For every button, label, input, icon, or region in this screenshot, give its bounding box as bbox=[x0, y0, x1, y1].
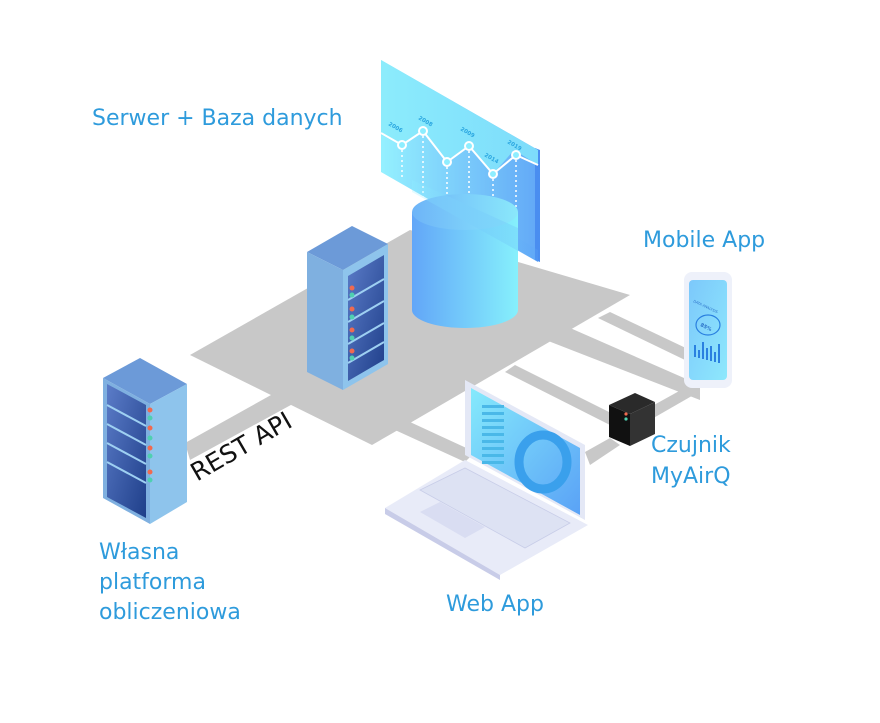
connector-to-mobile bbox=[520, 317, 700, 400]
chart-point bbox=[488, 169, 498, 179]
chart-point bbox=[511, 150, 521, 160]
chart-panel-upper bbox=[381, 60, 538, 174]
connector-sensor-to-mobile bbox=[645, 385, 697, 420]
rest-api-connector bbox=[185, 390, 300, 460]
chart-panel-edge bbox=[535, 148, 540, 262]
central-server-rack bbox=[307, 226, 388, 390]
connector-to-sensor bbox=[505, 365, 615, 425]
chart-point bbox=[464, 141, 474, 151]
chart-point bbox=[397, 140, 407, 150]
own-platform-label-line1: Własna bbox=[99, 540, 180, 565]
mobile-app-label: Mobile App bbox=[643, 228, 766, 253]
own-platform-label-line2: platforma bbox=[99, 570, 206, 595]
web-app-label: Web App bbox=[446, 592, 544, 617]
laptop-keyboard bbox=[419, 467, 571, 549]
chart-points bbox=[397, 126, 521, 179]
phone-screen-percent: 85% bbox=[699, 322, 712, 332]
connector-sensor-to-laptop bbox=[585, 438, 620, 465]
connector-to-webapp bbox=[395, 422, 475, 462]
central-platform bbox=[190, 230, 630, 445]
network-platform bbox=[185, 230, 700, 465]
chart-panel-front bbox=[412, 180, 538, 262]
web-app-laptop bbox=[385, 380, 588, 580]
server-db-label: Serwer + Baza danych bbox=[92, 106, 343, 131]
sensor-label-line1: Czujnik bbox=[651, 433, 731, 458]
connector-mobile-top bbox=[598, 312, 690, 360]
chart-point bbox=[442, 157, 452, 167]
own-platform-label-line3: obliczeniowa bbox=[99, 600, 241, 625]
chart-point bbox=[418, 126, 428, 136]
laptop-donut-chart bbox=[514, 430, 572, 494]
myairq-sensor bbox=[609, 393, 655, 446]
mobile-phone: DATA ANALYSIS 85% bbox=[684, 272, 732, 388]
own-platform-server-rack bbox=[103, 358, 187, 524]
sensor-label-line2: MyAirQ bbox=[651, 464, 731, 489]
laptop-trackpad bbox=[420, 502, 485, 538]
